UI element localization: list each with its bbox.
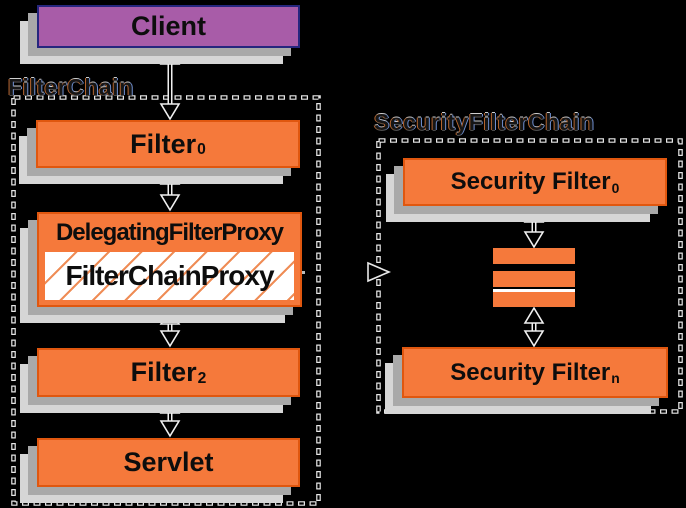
filter-stack-bar [493, 271, 575, 287]
client-label: Client [130, 11, 206, 41]
bidirectional-arrow-icon [159, 167, 181, 212]
filter-stack-bar [493, 248, 575, 264]
filterchain-label: FilterChain [8, 74, 134, 100]
security-filter0-subscript: 0 [611, 179, 620, 196]
security-filtern-label: Security Filter [450, 358, 611, 386]
filter2-label: Filter [130, 357, 197, 387]
filter0-label: Filter [130, 128, 197, 159]
delegating-filter-proxy-label: DelegatingFilterProxy [55, 219, 284, 246]
bidirectional-arrow-icon [159, 307, 181, 348]
bidirectional-arrow-icon [159, 47, 181, 121]
filter0-subscript: 0 [197, 141, 206, 159]
bidirectional-arrow-icon [523, 205, 545, 249]
filter2-subscript: 2 [197, 369, 207, 387]
client-box: Client [37, 5, 300, 48]
servlet-box: Servlet [37, 438, 300, 487]
delegating-filter-proxy-box: DelegatingFilterProxy FilterChainProxy [37, 212, 302, 307]
securityfilterchain-label: SecurityFilterChain [374, 109, 595, 135]
filter-stack-separator [493, 289, 575, 292]
filter-stack-bar [493, 292, 575, 307]
servlet-label: Servlet [123, 447, 214, 477]
security-filtern-subscript: n [611, 370, 620, 387]
security-filter0-label: Security Filter [450, 168, 611, 195]
bidirectional-arrow-icon [159, 396, 181, 438]
bidirectional-arrow-icon [523, 306, 545, 348]
delegation-arrow-icon [302, 261, 392, 283]
filter-chain-proxy-label: FilterChainProxy [65, 260, 274, 291]
filter-chain-proxy-box: FilterChainProxy [45, 252, 294, 300]
